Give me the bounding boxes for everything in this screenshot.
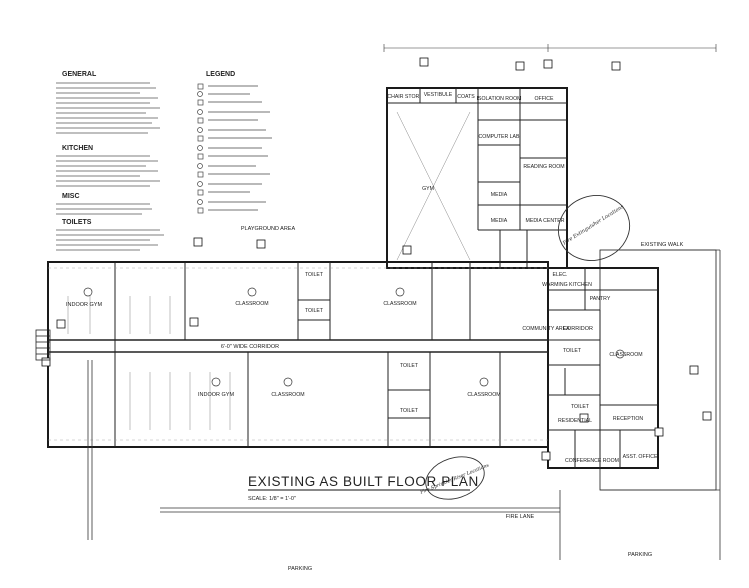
structural-grid xyxy=(48,267,548,441)
kitchen-notes-title: KITCHEN xyxy=(62,145,93,152)
room-community: COMMUNITY AREA xyxy=(522,326,570,332)
title-block: EXISTING AS BUILT FLOOR PLAN SCALE: 1/8"… xyxy=(248,474,479,502)
room-media-1: MEDIA xyxy=(491,192,508,198)
gym-floor-marks xyxy=(67,296,231,430)
handwritten-note-top: Fire Extinguisher Locations xyxy=(557,195,631,261)
room-classroom-bottom-2: CLASSROOM xyxy=(467,392,500,398)
stair-west xyxy=(35,329,51,361)
drawing-scale: SCALE: 1/8" = 1'-0" xyxy=(248,496,296,502)
room-pantry: PANTRY xyxy=(590,296,611,302)
room-classroom-top-1: CLASSROOM xyxy=(235,301,268,307)
top-dimensions xyxy=(383,44,717,52)
east-wing-interior xyxy=(548,268,658,468)
fire-lane-label: FIRE LANE xyxy=(506,514,535,520)
room-computer-lab: COMPUTER LAB xyxy=(479,134,520,140)
toilet-notes: TOILETS xyxy=(56,219,164,251)
legend-title: LEGEND xyxy=(206,71,235,78)
east-corridor-label: CORRIDOR xyxy=(563,326,593,332)
room-reception: RECEPTION xyxy=(613,416,644,422)
room-reading: READING ROOM xyxy=(523,164,564,170)
room-classroom-top-2: CLASSROOM xyxy=(383,301,416,307)
parking-right-label: PARKING xyxy=(628,552,652,558)
room-classroom-bottom-1: CLASSROOM xyxy=(271,392,304,398)
room-vestibule: VESTIBULE xyxy=(424,92,453,98)
indoor-gym-top-label: INDOOR GYM xyxy=(66,302,102,308)
toilet-notes-title: TOILETS xyxy=(62,219,92,226)
room-toilet-6: TOILET xyxy=(571,404,590,410)
north-wing-interior xyxy=(387,88,567,268)
area-labels: PLAYGROUND AREA INDOOR GYM INDOOR GYM 6'… xyxy=(66,226,684,572)
room-coats: COATS xyxy=(457,94,475,100)
room-tags xyxy=(83,287,625,387)
room-asst-office: ASST. OFFICE xyxy=(623,454,658,460)
misc-notes-title: MISC xyxy=(62,193,80,200)
west-wing-interior xyxy=(48,262,548,447)
room-chair-stor: CHAIR STOR. xyxy=(387,94,420,100)
kitchen-notes: KITCHEN xyxy=(56,145,160,187)
room-toilet-3: TOILET xyxy=(400,363,419,369)
room-media-2: MEDIA xyxy=(491,218,508,224)
room-media-center: MEDIA CENTER xyxy=(526,218,565,224)
room-isolation: ISOLATION ROOM xyxy=(477,96,522,102)
room-warming-kitchen: WARMING KITCHEN xyxy=(542,282,592,288)
existing-walk-label: EXISTING WALK xyxy=(641,242,684,248)
misc-notes: MISC xyxy=(56,193,152,215)
room-gym: GYM xyxy=(422,186,434,192)
handwritten-fire-note: Fire Extinguisher Locations xyxy=(561,204,625,247)
drawing-title: EXISTING AS BUILT FLOOR PLAN xyxy=(248,474,479,489)
playground-label: PLAYGROUND AREA xyxy=(241,226,296,232)
site-lines xyxy=(87,249,721,560)
room-toilet-4: TOILET xyxy=(400,408,419,414)
room-elec: ELEC. xyxy=(553,272,568,278)
room-conference: CONFERENCE ROOM xyxy=(565,458,619,464)
room-classroom-right: CLASSROOM xyxy=(609,352,642,358)
main-corridor-label: 6'-0" WIDE CORRIDOR xyxy=(221,344,279,350)
room-toilet-2: TOILET xyxy=(305,308,324,314)
room-residential: RESIDENTIAL xyxy=(558,418,592,424)
detail-callouts xyxy=(41,57,712,461)
general-notes: GENERAL xyxy=(56,71,160,134)
general-notes-title: GENERAL xyxy=(62,71,97,78)
room-office: OFFICE xyxy=(534,96,554,102)
legend-block: LEGEND xyxy=(197,71,272,214)
room-toilet-1: TOILET xyxy=(305,272,324,278)
indoor-gym-bottom-label: INDOOR GYM xyxy=(198,392,234,398)
parking-bottom-label: PARKING xyxy=(288,566,312,572)
room-labels: CHAIR STOR. VESTIBULE COATS ISOLATION RO… xyxy=(235,92,658,464)
room-toilet-5: TOILET xyxy=(563,348,582,354)
